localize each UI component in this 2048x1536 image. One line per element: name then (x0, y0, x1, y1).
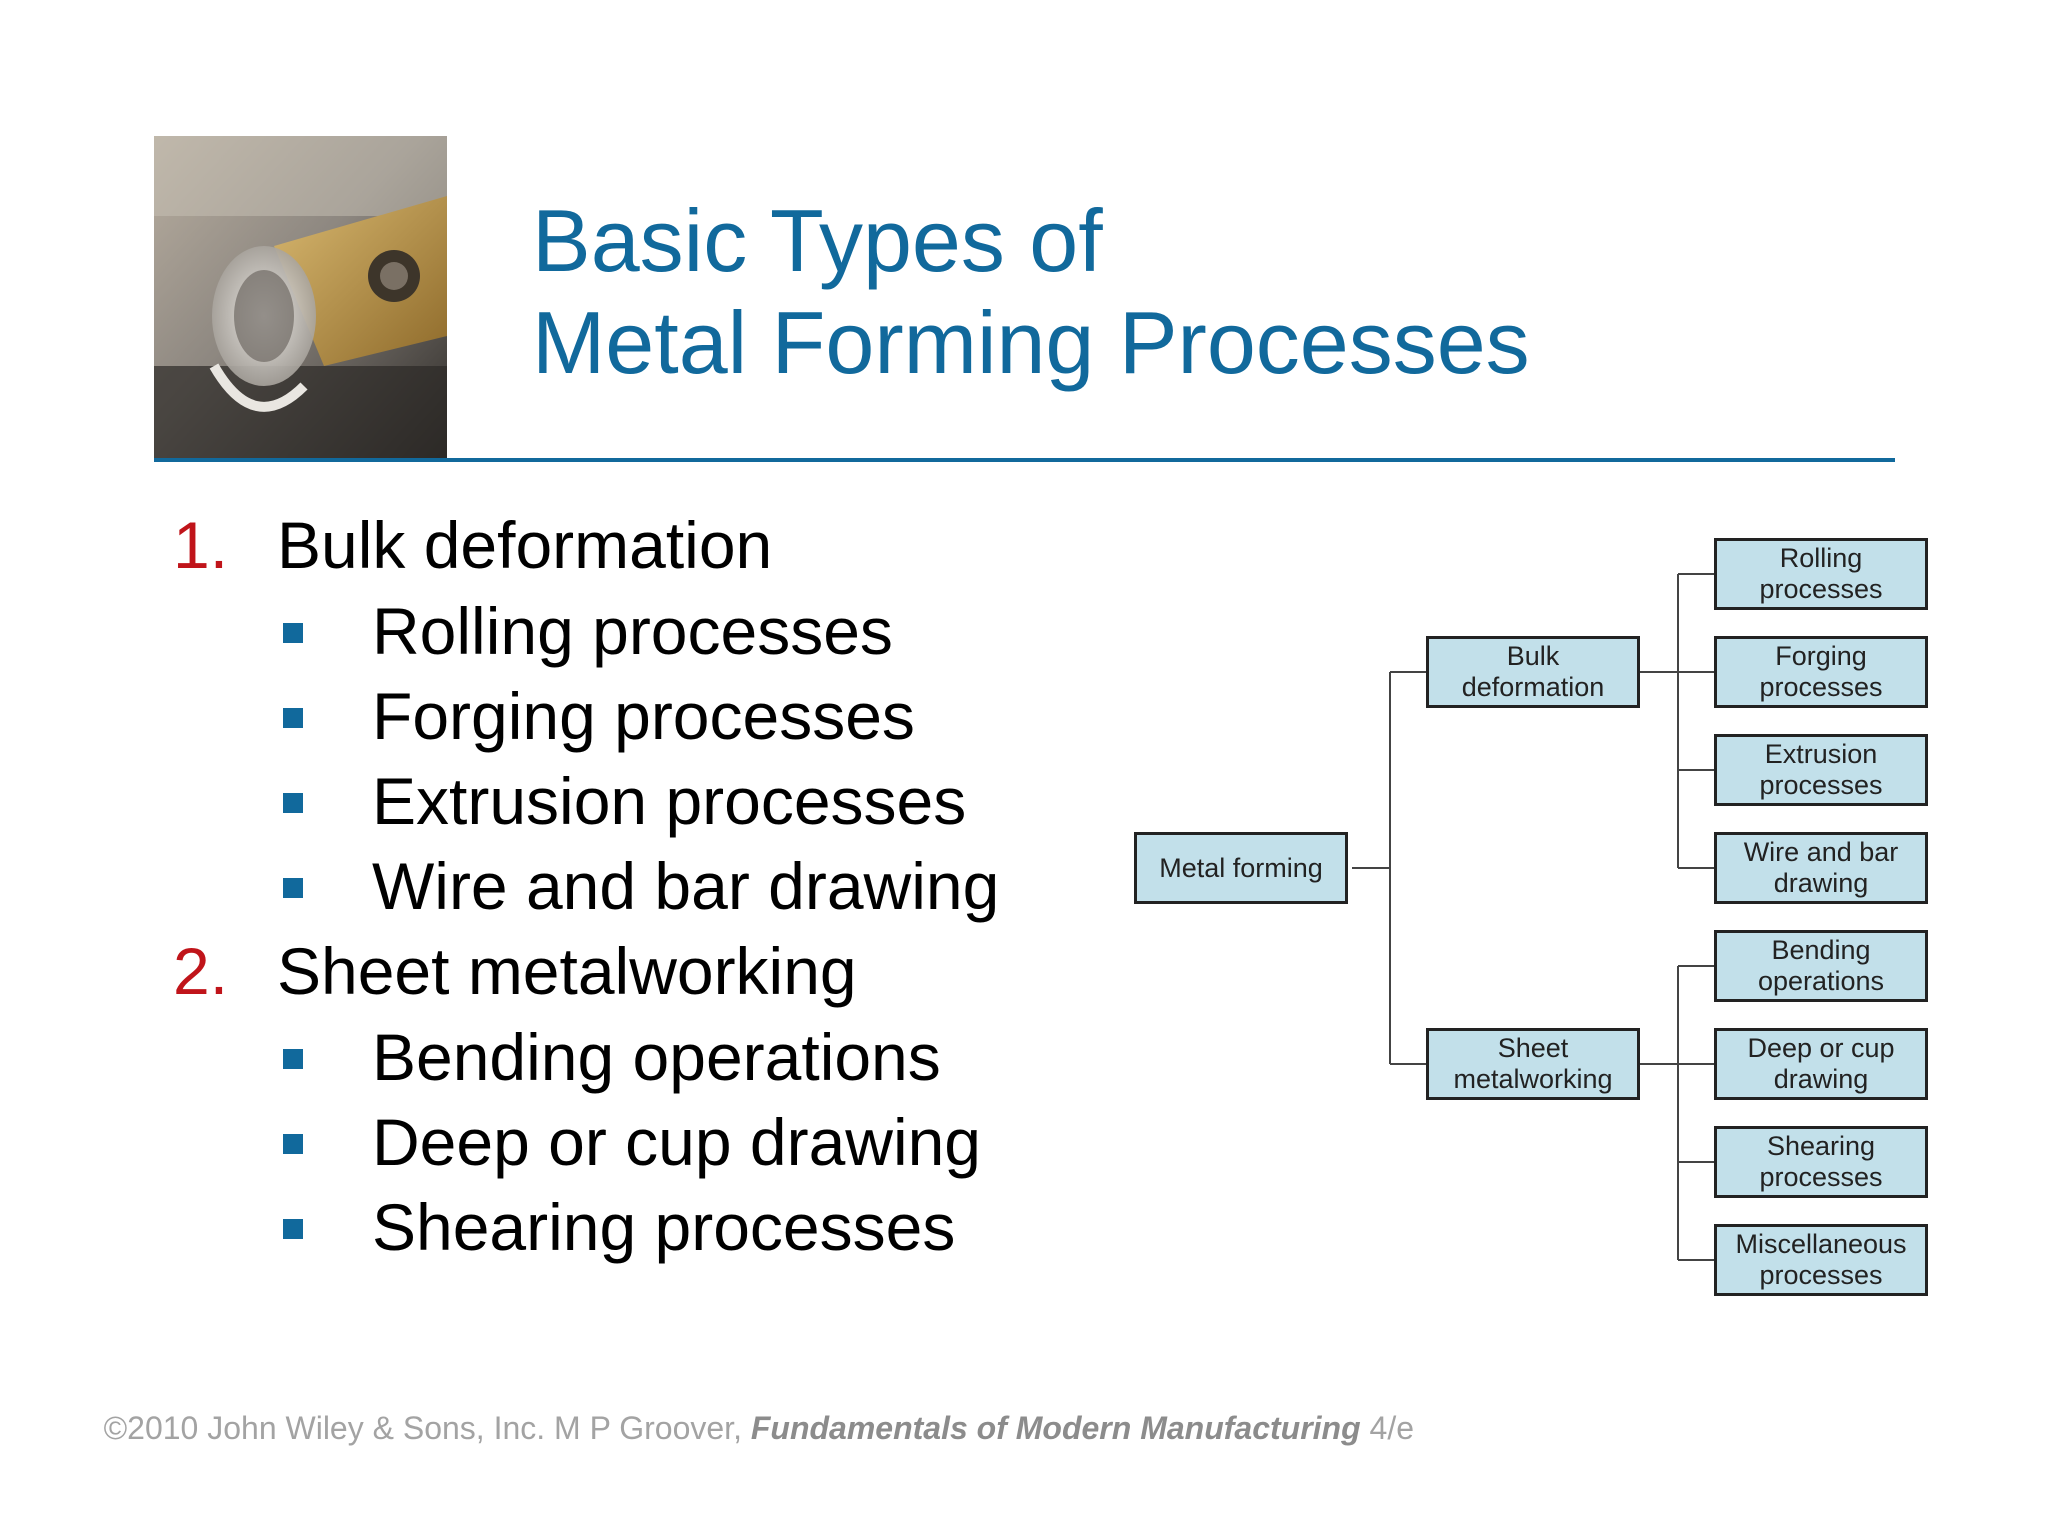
diagram-root-box: Metal forming (1134, 832, 1348, 904)
diagram-node-label: Wire and bar drawing (1743, 837, 1899, 898)
outline-item-sheet: 2. Sheet metalworking (170, 931, 1070, 1017)
diagram-node-label: Metal forming (1159, 852, 1323, 883)
diagram-node-label: Extrusion processes (1759, 739, 1883, 800)
footer-book-title: Fundamentals of Modern Manufacturing (750, 1410, 1361, 1446)
outline-number: 2. (173, 934, 229, 1008)
title-line-2: Metal Forming Processes (532, 293, 1530, 392)
title-divider (154, 458, 1895, 462)
diagram-branch-box: Sheet metalworking (1426, 1028, 1640, 1100)
slide-title: Basic Types of Metal Forming Processes (532, 190, 1932, 394)
metal-forming-hierarchy-diagram: Metal forming Bulk deformation Sheet met… (1100, 520, 2000, 1320)
diagram-leaf-box: Bending operations (1714, 930, 1928, 1002)
metal-cutting-tool-photo (154, 136, 447, 458)
diagram-node-label: Sheet metalworking (1453, 1033, 1613, 1094)
outline-heading: Sheet metalworking (277, 934, 857, 1008)
square-bullet-icon (283, 1219, 303, 1239)
footer-copyright: ©2010 John Wiley & Sons, Inc. M P Groove… (103, 1410, 751, 1446)
outline-subitem: Forging processes (170, 676, 1070, 761)
diagram-leaf-box: Forging processes (1714, 636, 1928, 708)
diagram-leaf-box: Shearing processes (1714, 1126, 1928, 1198)
outline-subitem-label: Rolling processes (372, 594, 893, 668)
outline-subitem-label: Deep or cup drawing (372, 1105, 982, 1179)
square-bullet-icon (283, 1134, 303, 1154)
diagram-node-label: Shearing processes (1759, 1131, 1883, 1192)
diagram-leaf-box: Wire and bar drawing (1714, 832, 1928, 904)
outline-subitem-label: Wire and bar drawing (372, 849, 1000, 923)
diagram-node-label: Bending operations (1757, 935, 1885, 996)
diagram-node-label: Miscellaneous processes (1735, 1229, 1907, 1290)
square-bullet-icon (283, 623, 303, 643)
outline-subitem: Bending operations (170, 1017, 1070, 1102)
square-bullet-icon (283, 878, 303, 898)
outline-number: 1. (173, 508, 229, 582)
diagram-leaf-box: Rolling processes (1714, 538, 1928, 610)
outline-subitem: Wire and bar drawing (170, 846, 1070, 931)
diagram-branch-box: Bulk deformation (1426, 636, 1640, 708)
outline-subitem: Deep or cup drawing (170, 1102, 1070, 1187)
outline-subitem-label: Shearing processes (372, 1190, 956, 1264)
footer-edition: 4/e (1360, 1410, 1414, 1446)
square-bullet-icon (283, 708, 303, 728)
diagram-node-label: Bulk deformation (1461, 641, 1605, 702)
outline-subitem: Extrusion processes (170, 761, 1070, 846)
square-bullet-icon (283, 793, 303, 813)
outline-subitem-label: Extrusion processes (372, 764, 967, 838)
diagram-connectors (1352, 573, 1714, 1261)
metal-cutting-tool-image (154, 136, 447, 458)
outline-heading: Bulk deformation (277, 508, 773, 582)
title-line-1: Basic Types of (532, 191, 1103, 290)
slide-footer: ©2010 John Wiley & Sons, Inc. M P Groove… (0, 1410, 1414, 1447)
square-bullet-icon (283, 1049, 303, 1069)
diagram-node-label: Forging processes (1759, 641, 1883, 702)
outline-subitem: Shearing processes (170, 1187, 1070, 1272)
diagram-node-label: Deep or cup drawing (1747, 1033, 1895, 1094)
outline-subitem: Rolling processes (170, 591, 1070, 676)
outline-subitem-label: Bending operations (372, 1020, 941, 1094)
outline-list: 1. Bulk deformation Rolling processes Fo… (170, 505, 1070, 1272)
diagram-node-label: Rolling processes (1759, 543, 1883, 604)
outline-subitem-label: Forging processes (372, 679, 915, 753)
diagram-leaf-box: Extrusion processes (1714, 734, 1928, 806)
outline-item-bulk: 1. Bulk deformation (170, 505, 1070, 591)
diagram-leaf-box: Miscellaneous processes (1714, 1224, 1928, 1296)
diagram-leaf-box: Deep or cup drawing (1714, 1028, 1928, 1100)
